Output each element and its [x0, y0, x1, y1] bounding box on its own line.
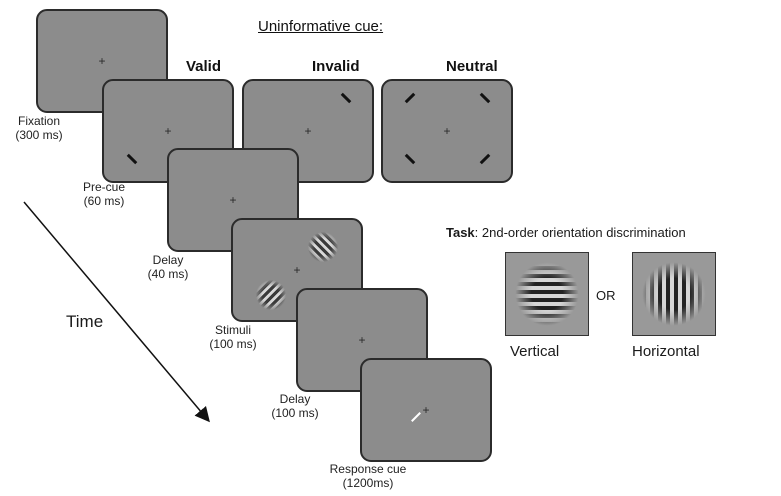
- horizontal-label: Horizontal: [632, 343, 700, 360]
- task-title: Task: 2nd-order orientation discriminati…: [446, 225, 686, 240]
- fixation-cross: +: [229, 193, 237, 207]
- cue-bar-bottom-left: [126, 153, 138, 165]
- response-screen: +: [360, 358, 492, 462]
- response-cue-line: [411, 412, 421, 422]
- task-prefix: Task: [446, 225, 475, 240]
- cue-bar-bottom-right: [479, 153, 491, 165]
- neutral-header: Neutral: [446, 58, 498, 75]
- horizontal-gabor: [642, 262, 706, 326]
- time-label: Time: [66, 312, 104, 331]
- fixation-cross: +: [98, 54, 106, 68]
- cue-bar-top-right: [340, 92, 352, 104]
- fixation-label: Fixation (300 ms): [15, 114, 63, 142]
- fixation-cross: +: [293, 263, 301, 277]
- vertical-gabor: [515, 262, 579, 326]
- or-label: OR: [596, 288, 616, 303]
- cue-bar-top-right: [479, 92, 491, 104]
- fixation-cross: +: [422, 403, 430, 417]
- gabor-stimulus-top-right: [308, 232, 338, 262]
- horizontal-example: [632, 252, 716, 336]
- cue-bar-bottom-left: [404, 153, 416, 165]
- gabor-stimulus-bottom-left: [256, 280, 286, 310]
- invalid-header: Invalid: [312, 58, 360, 75]
- fixation-cross: +: [304, 124, 312, 138]
- fixation-cross: +: [358, 333, 366, 347]
- valid-header: Valid: [186, 58, 222, 75]
- precue-label: Pre-cue (60 ms): [82, 180, 126, 208]
- stimuli-label: Stimuli (100 ms): [209, 323, 257, 351]
- fixation-cross: +: [443, 124, 451, 138]
- delay2-label: Delay (100 ms): [271, 392, 319, 420]
- task-description: : 2nd-order orientation discrimination: [474, 225, 686, 240]
- vertical-example: [505, 252, 589, 336]
- response-label: Response cue (1200ms): [329, 462, 407, 490]
- cue-bar-top-left: [404, 92, 416, 104]
- uninformative-cue-header: Uninformative cue:: [258, 18, 384, 35]
- vertical-label: Vertical: [510, 343, 560, 360]
- delay1-label: Delay (40 ms): [147, 253, 189, 281]
- precue-neutral-screen: +: [381, 79, 513, 183]
- fixation-cross: +: [164, 124, 172, 138]
